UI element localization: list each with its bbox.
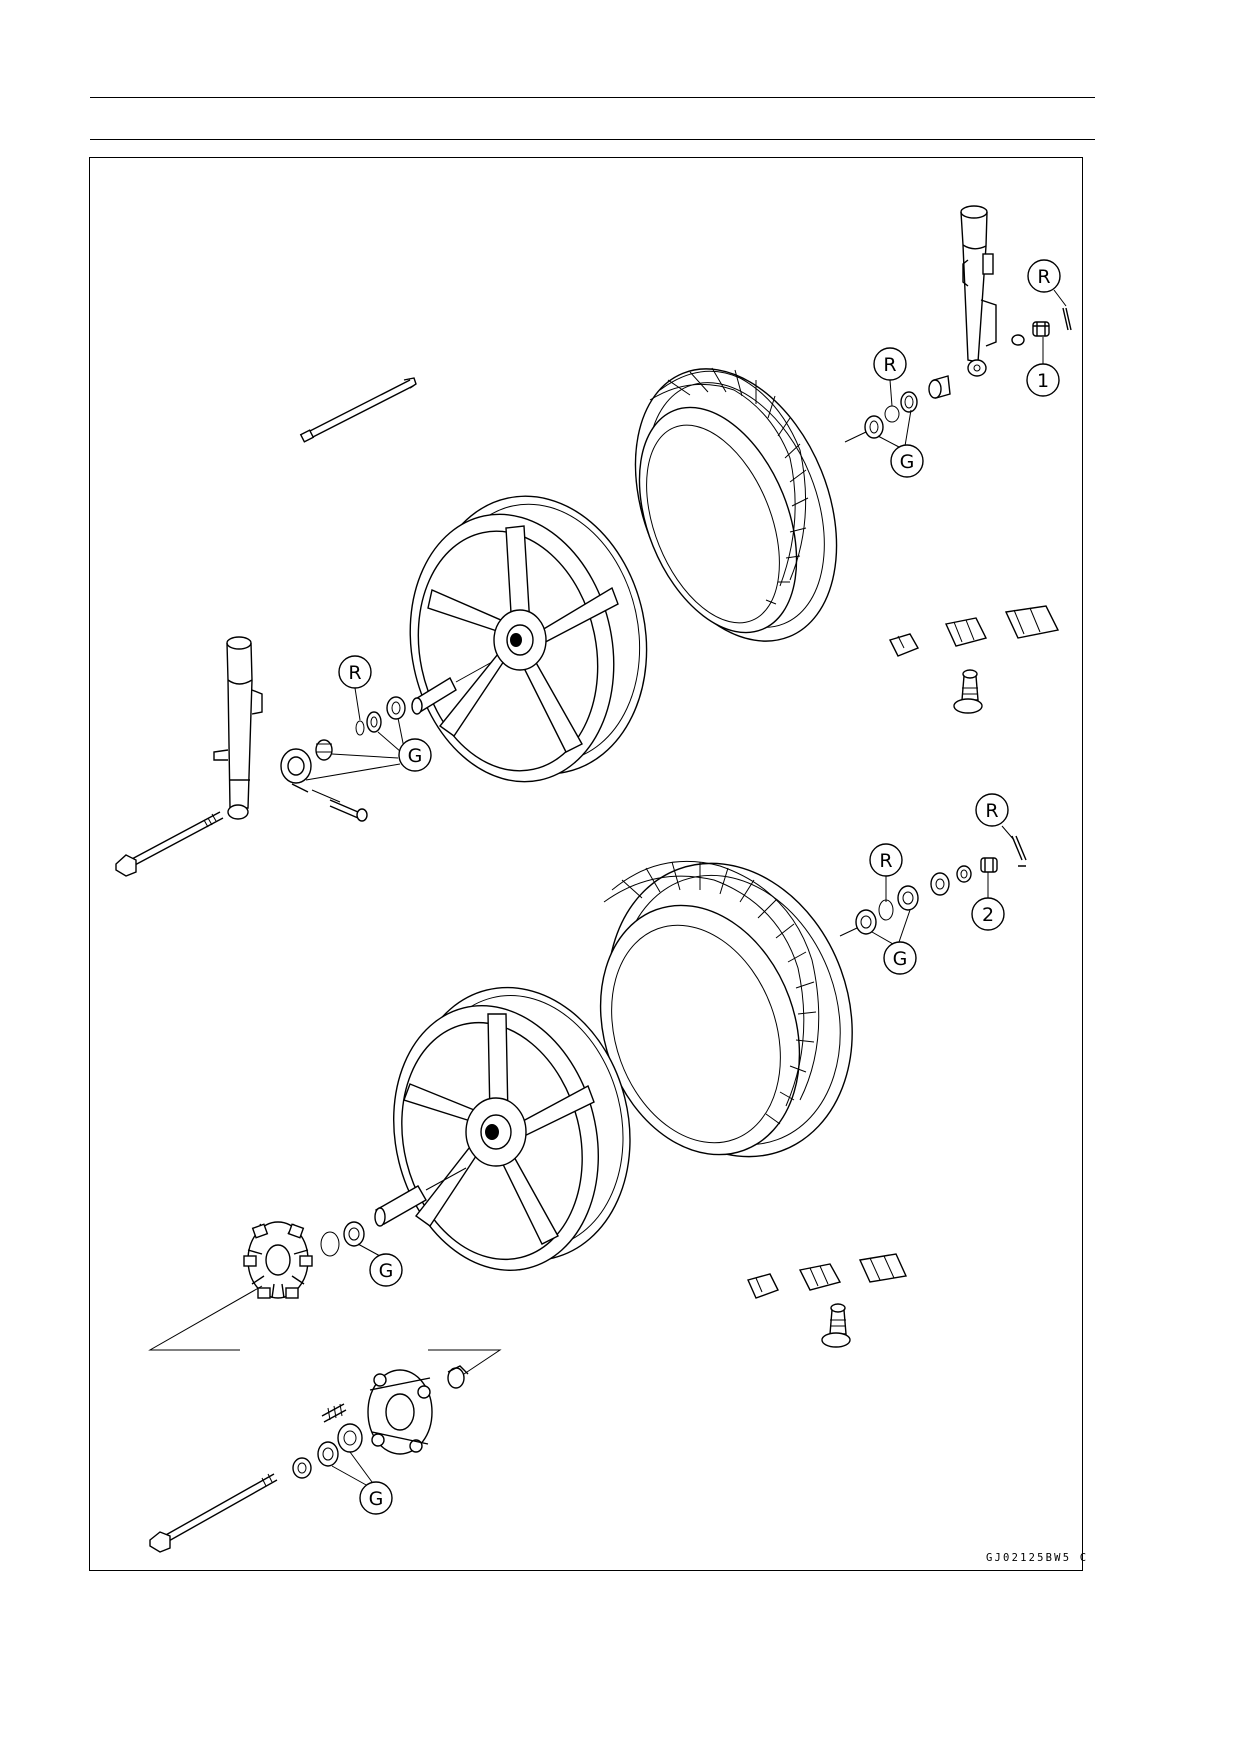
front-wheel bbox=[409, 495, 648, 783]
callout-g-front-left: G bbox=[305, 717, 432, 781]
callout-text: R bbox=[985, 800, 998, 822]
front-seal-right bbox=[900, 391, 918, 413]
callout-text: G bbox=[893, 948, 908, 970]
rear-coupling bbox=[367, 1369, 433, 1455]
rear-wheel bbox=[392, 986, 631, 1271]
callout-r-rear-right-top: R bbox=[975, 793, 1015, 841]
callout-text: G bbox=[379, 1260, 394, 1282]
front-collar bbox=[928, 375, 951, 399]
rear-axle-nut bbox=[980, 857, 998, 873]
front-bearing-right bbox=[864, 415, 884, 439]
front-circlip-right bbox=[884, 405, 900, 423]
front-tire bbox=[634, 367, 838, 642]
front-bearing-left bbox=[386, 696, 406, 720]
rear-cotter-pin bbox=[1011, 835, 1027, 867]
front-right-fork bbox=[960, 205, 997, 377]
rear-damper bbox=[243, 1221, 313, 1299]
rear-washer bbox=[956, 865, 972, 883]
callout-1: 1 bbox=[1026, 337, 1060, 397]
callout-g-rear-right: G bbox=[871, 909, 917, 975]
rear-coupling-collar bbox=[292, 1457, 312, 1479]
callout-r-rear-right-mid: R bbox=[869, 843, 903, 902]
rear-seal-right bbox=[897, 885, 919, 911]
callout-2: 2 bbox=[971, 872, 1005, 931]
header-rule-bottom bbox=[90, 139, 1095, 140]
front-air-valve bbox=[953, 669, 983, 714]
callout-text: R bbox=[1037, 266, 1050, 288]
rear-seal-left bbox=[343, 1221, 365, 1247]
rear-coupling-stud bbox=[321, 1403, 347, 1423]
front-balance-weights bbox=[889, 605, 1060, 657]
callout-text: 2 bbox=[982, 904, 994, 926]
callout-text: G bbox=[408, 745, 423, 767]
rear-tire bbox=[599, 860, 853, 1158]
front-axle-bolt bbox=[115, 811, 224, 877]
rear-circlip-right bbox=[878, 899, 894, 921]
rear-circlip-left bbox=[320, 1231, 340, 1257]
callout-r-front-right-mid: R bbox=[873, 347, 907, 407]
callout-r-front-left: R bbox=[338, 655, 372, 721]
callout-text: R bbox=[883, 354, 896, 376]
rear-coupling-sleeve bbox=[447, 1365, 469, 1389]
header-rule-top bbox=[90, 97, 1095, 98]
front-left-fork bbox=[213, 636, 263, 820]
callout-text: R bbox=[348, 662, 361, 684]
front-circlip-left bbox=[355, 720, 365, 736]
callout-r-front-right-top: R bbox=[1027, 259, 1067, 307]
callout-g-front-right: G bbox=[877, 409, 924, 478]
callout-g-rear-coupling: G bbox=[331, 1451, 393, 1515]
front-gear-drive bbox=[315, 739, 333, 761]
front-cotter-pin bbox=[1062, 307, 1072, 331]
rear-coupling-seal bbox=[317, 1441, 339, 1467]
front-speedometer-gear bbox=[280, 748, 368, 822]
figure-frame bbox=[89, 157, 1083, 1571]
rear-balance-weights bbox=[747, 1253, 908, 1299]
callout-text: R bbox=[879, 850, 892, 872]
rear-air-valve bbox=[821, 1303, 851, 1348]
callout-text: G bbox=[900, 451, 915, 473]
front-seal-left bbox=[366, 711, 382, 733]
callout-text: G bbox=[369, 1488, 384, 1510]
front-axle-nut bbox=[1032, 321, 1050, 337]
rear-distance-collar bbox=[374, 1185, 427, 1227]
front-distance-collar bbox=[411, 677, 457, 715]
front-axle-rod bbox=[299, 377, 417, 443]
front-washer bbox=[1011, 334, 1025, 346]
rear-axle bbox=[149, 1473, 278, 1553]
rear-bearing-right bbox=[855, 909, 877, 935]
callout-text: 1 bbox=[1037, 370, 1049, 392]
figure-code: GJ02125BW5 C bbox=[986, 1552, 1089, 1564]
rear-coupling-bearing bbox=[337, 1423, 363, 1453]
callout-g-rear-dampers: G bbox=[357, 1243, 403, 1287]
rear-collar bbox=[930, 872, 950, 896]
